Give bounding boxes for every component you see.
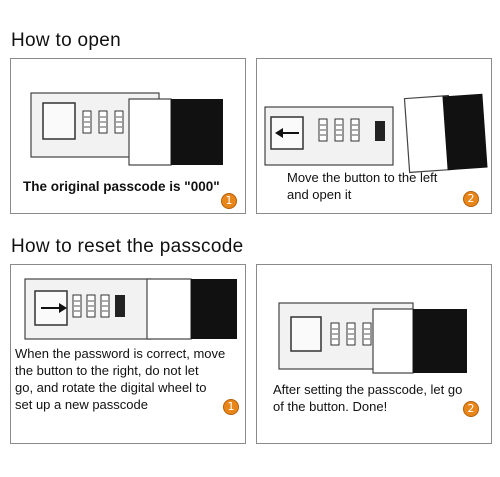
slide-button xyxy=(290,316,322,352)
step-panel-reset-1: When the password is correct, move the b… xyxy=(10,264,246,444)
caption-line: go, and rotate the digital wheel to xyxy=(15,380,207,395)
lock-illustration xyxy=(278,302,467,374)
step-number-badge: 1 xyxy=(221,193,237,209)
arrow-left-icon xyxy=(275,128,299,138)
section-title-how-to-open: How to open xyxy=(11,30,121,51)
step-caption: Move the button to the left and open it xyxy=(287,169,437,203)
lock-illustration xyxy=(30,92,223,166)
step-caption: When the password is correct, move the b… xyxy=(15,345,225,413)
caption-line: Move the button to the left xyxy=(287,170,438,185)
caption-line: When the password is correct, move xyxy=(15,346,226,361)
caption-line: the button to the right, do not let xyxy=(15,363,199,378)
step-caption: The original passcode is "000" xyxy=(23,179,220,194)
caption-line: After setting the passcode, let go xyxy=(273,382,463,397)
caption-line: of the button. Done! xyxy=(273,399,388,414)
step-number-badge: 2 xyxy=(463,191,479,207)
step-panel-reset-2: After setting the passcode, let go of th… xyxy=(256,264,492,444)
step-panel-open-2: Move the button to the left and open it … xyxy=(256,58,492,214)
caption-line: set up a new passcode xyxy=(15,397,148,412)
step-caption: After setting the passcode, let go of th… xyxy=(273,381,462,415)
lock-illustration xyxy=(24,278,237,340)
step-number-badge: 1 xyxy=(223,399,239,415)
arrow-right-icon xyxy=(41,303,67,313)
lock-illustration xyxy=(264,93,488,174)
caption-line: and open it xyxy=(287,187,352,202)
section-title-reset-passcode: How to reset the passcode xyxy=(11,236,244,257)
step-panel-open-1: The original passcode is "000" 1 xyxy=(10,58,246,214)
step-number-badge: 2 xyxy=(463,401,479,417)
slide-button xyxy=(42,102,76,140)
